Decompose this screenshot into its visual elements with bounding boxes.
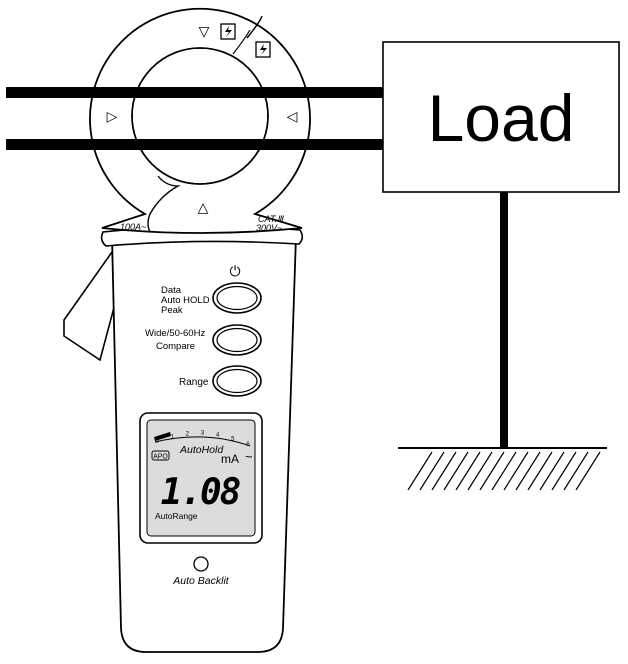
reading-value: 1.08	[161, 472, 240, 513]
compare-label: Compare	[156, 341, 195, 352]
auto-hold-label: Auto HOLD	[161, 295, 210, 306]
lightning-warning-icon	[255, 41, 271, 58]
wide-label: Wide/50-60Hz	[145, 328, 205, 339]
ground-rod	[500, 192, 508, 448]
backlight-sensor	[193, 556, 209, 572]
clamp-rating: 100A~	[120, 222, 146, 232]
load-box	[382, 41, 620, 193]
category-rating: CAT.Ⅲ	[258, 214, 284, 224]
power-icon: ⏻	[229, 263, 240, 279]
ac-indicator: ~	[245, 449, 253, 464]
range-label: Range	[179, 377, 209, 388]
marker-bottom: △	[198, 199, 209, 215]
scale-mark: 3	[201, 431, 205, 437]
peak-label: Peak	[161, 305, 183, 316]
marker-right: ◁	[287, 108, 298, 124]
wide-compare-button[interactable]	[212, 324, 262, 356]
marker-top: ▽	[199, 23, 210, 39]
range-button[interactable]	[212, 365, 262, 397]
hold-button[interactable]	[212, 282, 262, 314]
autorange-indicator: AutoRange	[155, 511, 198, 521]
scale-mark: 1	[170, 435, 174, 441]
bar-graph-fill	[154, 432, 171, 441]
backlight-label: Auto Backlit	[172, 575, 230, 587]
bar-scale-arc	[154, 436, 251, 447]
ground-hatch	[407, 451, 601, 491]
conductor-upper-through	[132, 87, 268, 98]
jaw-split-bottom	[147, 175, 181, 233]
bar-scale-ticks: 0 1 2 3 4 5 6	[155, 431, 250, 449]
lightning-warning-icon	[220, 23, 236, 40]
scale-mark: 0	[155, 439, 159, 445]
scale-mark: 2	[186, 431, 190, 437]
data-label: Data	[161, 285, 182, 296]
jaw-split-top	[246, 15, 263, 39]
scale-mark: 4	[216, 432, 220, 438]
conductor-lower-through	[132, 139, 268, 150]
scale-mark: 6	[246, 442, 250, 448]
voltage-rating: 300V~	[256, 223, 282, 233]
autohold-indicator: AutoHold	[179, 444, 224, 456]
unit-indicator: mA	[221, 452, 239, 466]
svg-text:APO: APO	[153, 454, 168, 461]
apo-indicator: APO	[151, 450, 170, 461]
scale-mark: 5	[231, 437, 235, 443]
lcd-screen	[146, 419, 256, 537]
trigger-lever[interactable]	[63, 249, 117, 362]
marker-left: ▷	[107, 108, 118, 124]
load-label: Load	[428, 81, 575, 155]
